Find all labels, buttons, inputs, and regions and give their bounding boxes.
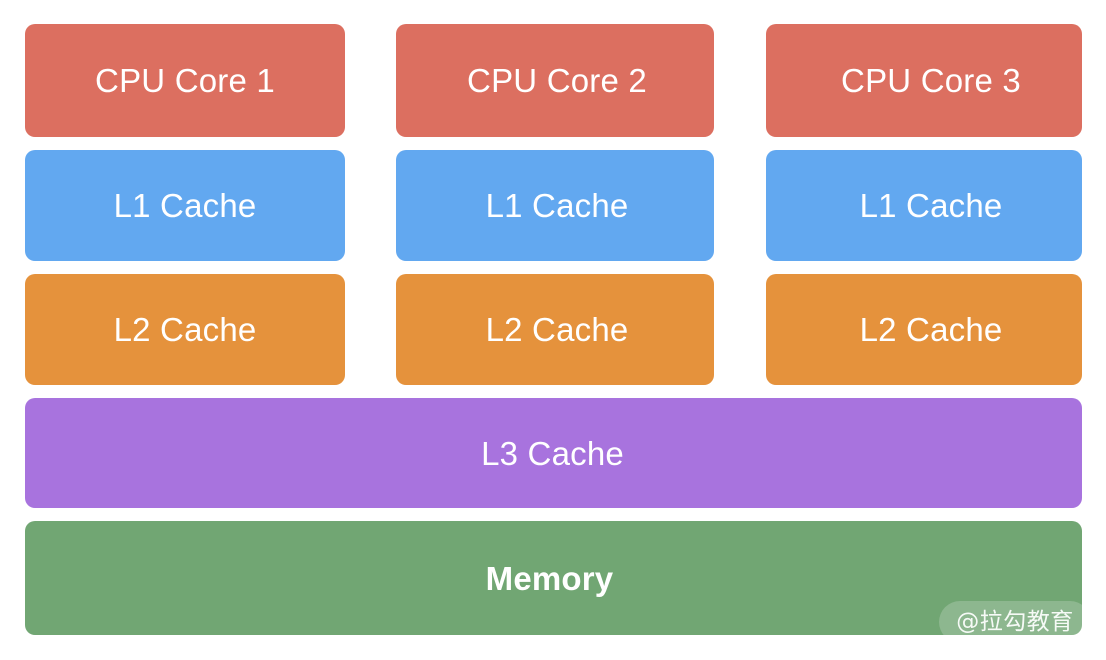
cpu-core-2-label: CPU Core 2 [467, 62, 647, 99]
l1-cache-core-2-label: L1 Cache [485, 187, 629, 224]
l1-cache-core-1-label: L1 Cache [113, 187, 257, 224]
watermark-badge: @拉勾教育 [939, 601, 1091, 643]
l2-cache-core-3-box: L2 Cache [766, 274, 1082, 385]
memory-box: Memory [25, 521, 1082, 635]
cpu-core-3-box: CPU Core 3 [766, 24, 1082, 137]
l2-cache-core-1-label: L2 Cache [113, 311, 257, 348]
l1-cache-core-3-label: L1 Cache [859, 187, 1003, 224]
watermark-text: @拉勾教育 [956, 608, 1074, 635]
cpu-core-2-box: CPU Core 2 [396, 24, 714, 137]
memory-label: Memory [485, 559, 614, 597]
l3-cache-box: L3 Cache [25, 398, 1082, 508]
l2-cache-core-1-box: L2 Cache [25, 274, 345, 385]
l1-cache-core-2-box: L1 Cache [396, 150, 714, 261]
l1-cache-core-1-box: L1 Cache [25, 150, 345, 261]
l2-cache-core-2-box: L2 Cache [396, 274, 714, 385]
l2-cache-core-3-label: L2 Cache [859, 311, 1003, 348]
l2-cache-core-2-label: L2 Cache [485, 311, 629, 348]
l3-cache-label: L3 Cache [481, 434, 624, 472]
cpu-core-3-label: CPU Core 3 [841, 62, 1021, 99]
cpu-core-1-label: CPU Core 1 [95, 62, 275, 99]
cpu-core-1-box: CPU Core 1 [25, 24, 345, 137]
l1-cache-core-3-box: L1 Cache [766, 150, 1082, 261]
